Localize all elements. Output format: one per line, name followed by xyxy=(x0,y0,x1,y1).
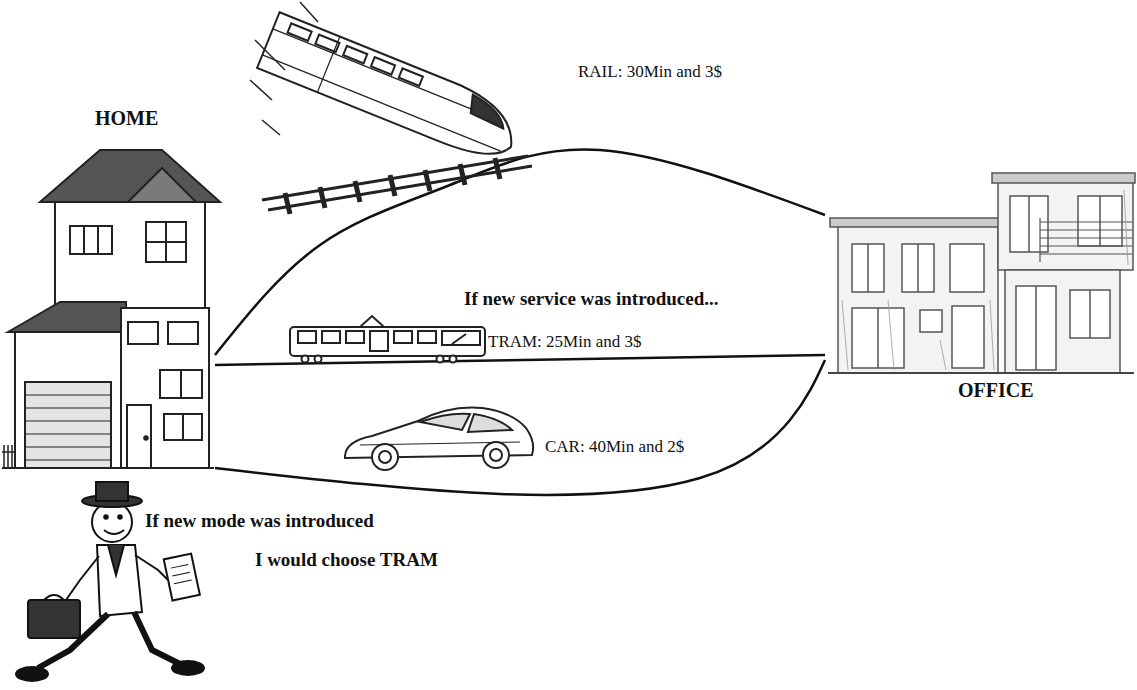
train-drawing xyxy=(250,2,532,214)
tram-route xyxy=(215,355,825,365)
tram-drawing xyxy=(290,316,485,363)
house-drawing xyxy=(2,150,220,468)
rail-route xyxy=(215,149,825,355)
home-building: HOME xyxy=(8,100,215,472)
route-label: TRAM: 25Min and 3$ xyxy=(488,332,641,352)
place-label: HOME xyxy=(95,106,158,130)
office-drawing xyxy=(828,173,1135,373)
speech-text: If new mode was introduced xyxy=(145,510,374,533)
office-building: OFFICE xyxy=(825,170,1135,406)
route-label: RAIL: 30Min and 3$ xyxy=(578,62,722,82)
speech-text: I would choose TRAM xyxy=(255,549,438,572)
place-label: OFFICE xyxy=(958,378,1034,402)
car-drawing xyxy=(345,408,533,470)
scenario-note: If new service was introduced... xyxy=(464,288,719,311)
route-label: CAR: 40Min and 2$ xyxy=(545,437,684,457)
car-route xyxy=(215,360,825,495)
